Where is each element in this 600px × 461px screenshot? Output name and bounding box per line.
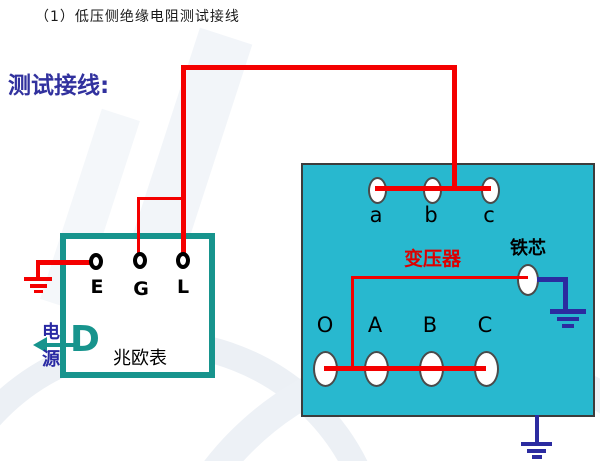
iron-core-terminal (517, 264, 539, 296)
terminal-label-c2: C (477, 313, 493, 337)
left-arrow-icon (33, 337, 47, 353)
wire-g-vertical (137, 197, 140, 254)
core-ground-icon (562, 324, 574, 328)
wire-drop-to-abc (452, 65, 457, 190)
terminal-g (133, 252, 147, 269)
terminal-l (176, 252, 190, 269)
terminal-e (89, 253, 103, 270)
wire-e-ground-drop (36, 260, 40, 278)
power-source-label: 电源 (39, 322, 60, 376)
terminal-label-c: c (483, 203, 495, 227)
page-title: （1）低压侧绝缘电阻测试接线 (35, 9, 240, 25)
iron-core-label: 铁芯 (510, 238, 546, 259)
wire-core-vertical (351, 276, 354, 368)
tank-ground-icon (527, 449, 546, 453)
terminal-label-e: E (90, 276, 104, 298)
terminal-label-l: L (176, 276, 190, 298)
terminal-label-b2: B (422, 313, 438, 337)
tank-ground-icon (532, 455, 542, 459)
bus-oabc-short (324, 366, 486, 371)
terminal-label-a: a (369, 203, 383, 227)
section-heading: 测试接线: (8, 73, 110, 99)
tank-ground-icon (521, 442, 552, 446)
terminal-label-b: b (424, 203, 438, 227)
terminal-label-a2: A (367, 313, 383, 337)
terminal-label-o2: O (316, 313, 334, 337)
wire-top-run (181, 65, 457, 70)
wire-tank-ground-v (535, 415, 539, 443)
terminal-label-g: G (133, 278, 149, 300)
wire-core-ground-h (537, 277, 568, 282)
wire-e-to-ground (36, 260, 91, 265)
wire-core-ground-v (563, 277, 568, 310)
core-ground-icon (550, 309, 586, 314)
transformer-box (301, 163, 595, 417)
plug-connector-glyph: D (70, 319, 100, 360)
wire-l-vertical (181, 65, 186, 255)
earth-ground-icon (24, 277, 52, 281)
bus-abc-short (375, 186, 491, 191)
transformer-label: 变压器 (404, 248, 462, 270)
core-ground-icon (557, 317, 579, 321)
power-arrow-shaft (46, 343, 74, 347)
earth-ground-icon (34, 290, 43, 293)
wire-g-branch (137, 197, 184, 200)
wire-core-horizontal (351, 276, 528, 279)
megohmmeter-label: 兆欧表 (113, 348, 167, 369)
earth-ground-icon (30, 284, 47, 288)
